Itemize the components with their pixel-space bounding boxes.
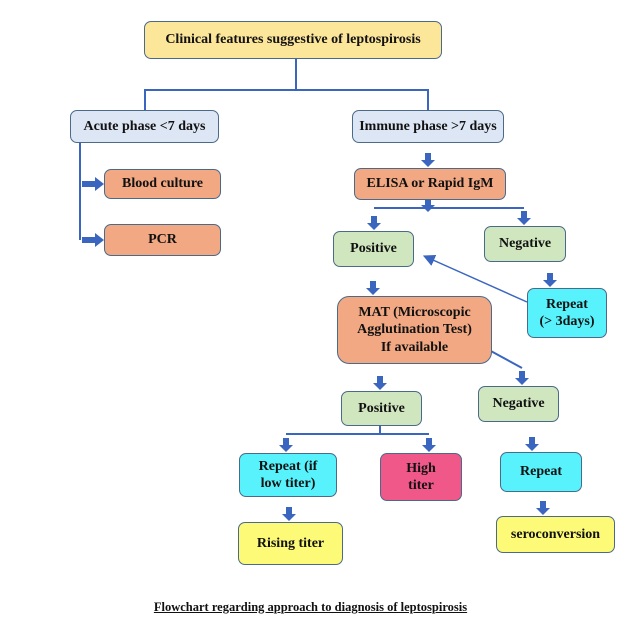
elisa-box: ELISA or Rapid IgM: [354, 168, 506, 200]
arrow-elisa-center: [421, 198, 435, 212]
high-titer-box: High titer: [380, 453, 462, 501]
arrow-to-negative-1: [517, 211, 531, 225]
arrow-to-high-titer: [422, 438, 436, 452]
arrow-to-pcr: [82, 233, 104, 247]
pcr-box: PCR: [104, 224, 221, 256]
seroconversion-box: seroconversion: [496, 516, 615, 553]
arrow-negative-2-to-repeat: [525, 437, 539, 451]
repeat-box: Repeat: [500, 452, 582, 492]
arrow-mat-to-positive-2: [373, 376, 387, 390]
connector-repeat-to-positive: [422, 254, 528, 303]
repeat-3days-box: Repeat (> 3days): [527, 288, 607, 338]
connector-mat-to-negative-2: [488, 349, 523, 369]
clinical-features-box: Clinical features suggestive of leptospi…: [144, 21, 442, 59]
arrow-to-rising-titer: [282, 507, 296, 521]
negative-box-2: Negative: [478, 386, 559, 422]
arrow-to-negative-2: [515, 371, 529, 385]
arrow-immune-to-elisa: [421, 153, 435, 167]
negative-box-1: Negative: [484, 226, 566, 262]
arrow-to-repeat-low-titer: [279, 438, 293, 452]
blood-culture-box: Blood culture: [104, 169, 221, 199]
figure-caption: Flowchart regarding approach to diagnosi…: [153, 600, 468, 614]
mat-box: MAT (Microscopic Agglutination Test) If …: [337, 296, 492, 364]
connector-clinical-to-immune: [296, 89, 429, 110]
immune-phase-box: Immune phase >7 days: [352, 110, 504, 143]
connector-clinical-to-acute: [144, 59, 297, 110]
arrow-to-blood-culture: [82, 177, 104, 191]
positive-box-1: Positive: [333, 231, 414, 267]
acute-phase-box: Acute phase <7 days: [70, 110, 219, 143]
positive-box-2: Positive: [341, 391, 422, 426]
arrow-to-seroconversion: [536, 501, 550, 515]
arrow-negative-to-repeat: [543, 273, 557, 287]
arrow-positive-to-mat: [366, 281, 380, 295]
repeat-low-titer-box: Repeat (if low titer): [239, 453, 337, 497]
arrow-to-positive-1: [367, 216, 381, 230]
rising-titer-box: Rising titer: [238, 522, 343, 565]
